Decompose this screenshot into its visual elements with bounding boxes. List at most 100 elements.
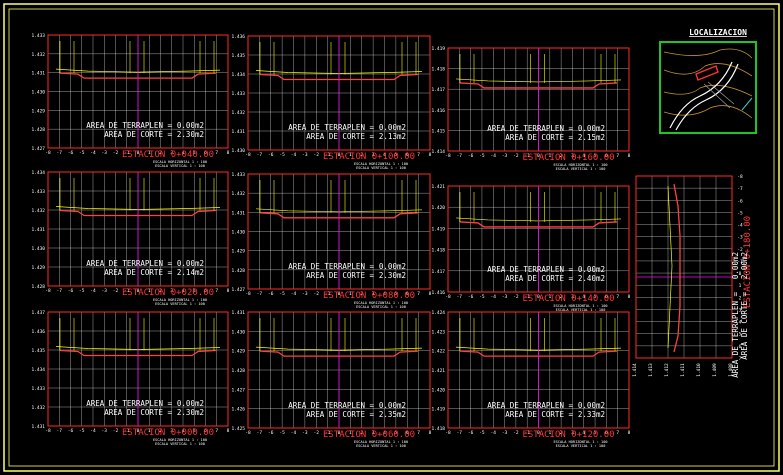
x-tick-label: -4 — [90, 288, 96, 294]
y-tick-label: 1.433 — [231, 91, 245, 97]
x-tick-label: -6 — [468, 294, 474, 300]
x-tick-label: -1 — [325, 152, 331, 158]
y-tick-label: 1.415 — [431, 128, 445, 134]
sheet-inner-frame — [8, 8, 775, 467]
x-tick-label: 6 — [406, 430, 409, 436]
x-tick-label: -5 — [479, 430, 485, 436]
fill-area-label: AREA DE TERRAPLEN = — [288, 262, 374, 271]
y-tick-label: 1.432 — [231, 110, 245, 116]
y-tick-label: 1.437 — [31, 310, 45, 316]
station-label: ESTACION 0+160.00 — [522, 153, 614, 163]
x-tick-label: -3 — [302, 291, 308, 297]
cut-area-label: AREA DE CORTE = — [740, 292, 749, 360]
fill-area-value: 0.00m2 — [578, 265, 605, 274]
station-label: ESTACION 0+040.00 — [122, 150, 214, 160]
y-tick-label: 1.435 — [31, 348, 45, 354]
x-tick-label: 8 — [227, 288, 230, 294]
x-tick-label: 5 — [594, 430, 597, 436]
horizontal-scale-label: ESCALA HORIZONTAL 1 : 100 — [553, 440, 607, 444]
x-tick-label: 1 — [148, 150, 151, 156]
side-tick-label: 6 — [739, 344, 742, 350]
x-tick-label: -7 — [457, 294, 463, 300]
x-tick-label: -8 — [445, 430, 451, 436]
cut-area-label: AREA DE CORTE = — [306, 410, 374, 419]
vertical-scale-label: ESCALA VERTICAL 1 : 100 — [556, 444, 606, 448]
vertical-scale-label: ESCALA VERTICAL 1 : 100 — [356, 444, 406, 448]
x-tick-label: 5 — [193, 288, 196, 294]
x-tick-label: 8 — [429, 430, 432, 436]
y-tick-label: 1.420 — [431, 387, 445, 393]
x-tick-label: 0 — [137, 150, 140, 156]
road-profile-line — [673, 183, 681, 353]
x-tick-label: -3 — [302, 430, 308, 436]
y-tick-label: 1.433 — [31, 189, 45, 195]
x-tick-label: 2 — [360, 291, 363, 297]
horizontal-scale-label: ESCALA HORIZONTAL 1 : 100 — [354, 301, 408, 305]
y-tick-label: 1.427 — [231, 287, 245, 293]
cross-section-9: 1.4241.4231.4221.4211.4201.4191.418-8-7-… — [431, 310, 630, 448]
x-tick-label: 6 — [605, 430, 608, 436]
vertical-scale-label: ESCALA VERTICAL 1 : 100 — [556, 167, 606, 171]
x-tick-label: 0 — [338, 152, 341, 158]
x-tick-label: -4 — [90, 150, 96, 156]
y-tick-label: 1.434 — [231, 72, 245, 78]
side-tick-label: 2 — [739, 295, 742, 301]
cut-area-value: 2.40m2 — [578, 274, 605, 283]
x-tick-label: -7 — [257, 291, 263, 297]
y-tick-label: 1.424 — [431, 310, 445, 316]
y-tick-label: 1.429 — [31, 265, 45, 271]
y-tick-label: 1.414 — [431, 149, 445, 155]
cut-area-label: AREA DE CORTE = — [306, 271, 374, 280]
x-tick-label: -3 — [102, 428, 108, 434]
x-tick-label: -7 — [57, 428, 63, 434]
x-tick-label: 0 — [537, 153, 540, 159]
y-tick-label: 1.421 — [431, 184, 445, 190]
x-tick-label: 0 — [137, 428, 140, 434]
y-tick-label: 1.417 — [431, 87, 445, 93]
y-tick-label: 1.422 — [431, 349, 445, 355]
station-label: ESTACION 0+120.00 — [522, 430, 614, 440]
x-tick-label: -1 — [325, 291, 331, 297]
y-tick-label: 1.436 — [231, 34, 245, 40]
x-tick-label: 7 — [417, 291, 420, 297]
y-tick-label: 1.431 — [31, 227, 45, 233]
fill-area-value: 0.00m2 — [731, 252, 740, 279]
fill-area-value: 0.00m2 — [578, 124, 605, 133]
x-tick-label: -8 — [445, 153, 451, 159]
x-tick-label: 3 — [170, 428, 173, 434]
x-tick-label: -2 — [314, 430, 320, 436]
fill-area-value: 0.00m2 — [379, 123, 406, 132]
bottom-tick-label: 1.413 — [648, 363, 654, 377]
fill-area-value: 0.00m2 — [379, 401, 406, 410]
y-tick-label: 1.432 — [31, 52, 45, 58]
x-tick-label: -1 — [124, 150, 130, 156]
side-tick-label: 5 — [739, 332, 742, 338]
x-tick-label: 0 — [537, 294, 540, 300]
x-tick-label: -7 — [257, 152, 263, 158]
y-tick-label: 1.425 — [231, 426, 245, 432]
cut-area-value: 2.30m2 — [177, 408, 204, 417]
x-tick-label: 2 — [159, 150, 162, 156]
x-tick-label: -6 — [268, 152, 274, 158]
y-tick-label: 1.419 — [431, 407, 445, 413]
x-tick-label: -1 — [124, 428, 130, 434]
cut-area-value: 2.30m2 — [379, 271, 406, 280]
side-tick-label: -2 — [737, 247, 743, 253]
x-tick-label: 3 — [571, 430, 574, 436]
x-tick-label: -3 — [102, 150, 108, 156]
cross-section-1: 1.4331.4321.4311.4301.4291.4281.427-8-7-… — [31, 33, 229, 168]
x-tick-label: -5 — [79, 150, 85, 156]
y-tick-label: 1.426 — [231, 407, 245, 413]
x-tick-label: -3 — [102, 288, 108, 294]
cut-area-label: AREA DE CORTE = — [104, 408, 172, 417]
x-tick-label: 0 — [338, 291, 341, 297]
x-tick-label: -4 — [291, 152, 297, 158]
y-tick-label: 1.418 — [431, 67, 445, 73]
horizontal-scale-label: ESCALA HORIZONTAL 1 : 100 — [354, 440, 408, 444]
x-tick-label: -8 — [45, 150, 51, 156]
x-tick-label: 0 — [137, 288, 140, 294]
x-tick-label: -4 — [291, 430, 297, 436]
x-tick-label: 1 — [148, 288, 151, 294]
cut-area-value: 2.13m2 — [379, 132, 406, 141]
